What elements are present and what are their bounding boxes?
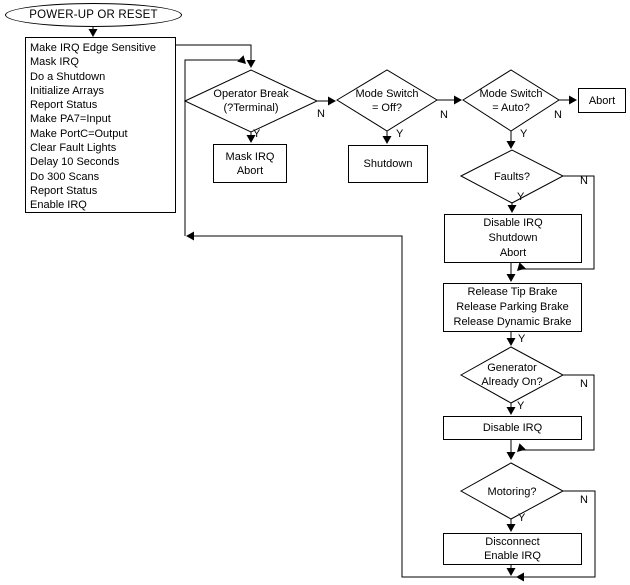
label-line: Disable IRQ (482, 422, 543, 434)
decision-generator-already-on (459, 346, 565, 404)
label-faults-no: N (580, 175, 588, 187)
label-mode-auto-yes: Y (520, 128, 528, 140)
process-disable-irq: Disable IRQ (443, 416, 582, 440)
label-operator-break-no: N (317, 108, 325, 120)
decision-motoring-label: Motoring? (452, 485, 572, 499)
label-line: Mode Switch (479, 88, 543, 100)
init-step: Report Status (30, 184, 98, 197)
label-line: Release Tip Brake (467, 286, 558, 298)
label-operator-break-yes: Y (253, 128, 261, 140)
start-terminator: POWER-UP OR RESET (5, 3, 182, 27)
init-step: Make IRQ Edge Sensitive (30, 42, 156, 54)
init-step: Make PortC=Output (30, 127, 128, 140)
label-line: Generator (487, 362, 537, 374)
decision-generator-label: Generator Already On? (452, 361, 572, 389)
init-step: Clear Fault Lights (30, 142, 117, 155)
arrowheads (88, 29, 577, 582)
label-line: Operator Break (213, 88, 289, 100)
label-line: = Off? (371, 102, 403, 114)
label-motoring-yes: Y (518, 512, 526, 524)
decision-faults (459, 149, 565, 204)
init-step: Do 300 Scans (30, 170, 100, 183)
label-mode-off-no: N (440, 109, 448, 121)
label-motoring-no: N (580, 494, 588, 506)
label-line: Faults? (493, 171, 531, 183)
label-line: Release Dynamic Brake (453, 316, 572, 328)
process-abort: Abort (578, 88, 626, 113)
label-line: Abort (499, 247, 527, 259)
decision-diamonds (183, 69, 565, 520)
decision-mode-switch-auto (462, 69, 560, 132)
process-release-brakes: Release Tip Brake Release Parking Brake … (443, 283, 582, 332)
label-generator-no: N (580, 378, 588, 390)
label-line: Enable IRQ (484, 550, 541, 562)
decision-mode-switch-off (336, 69, 438, 132)
label-faults-yes: Y (517, 191, 525, 203)
label-release-yes: Y (518, 333, 526, 345)
init-step: Delay 10 Seconds (30, 156, 120, 169)
label-line: = Auto? (492, 102, 530, 114)
start-label: POWER-UP OR RESET (29, 9, 158, 21)
decision-mode-switch-auto-label: Mode Switch = Auto? (451, 87, 571, 115)
decision-mode-switch-off-label: Mode Switch = Off? (327, 87, 447, 115)
label-line: Disable IRQ (483, 217, 543, 229)
label-generator-yes: Y (517, 400, 525, 412)
label-line: Abort (236, 164, 264, 177)
label-mode-off-yes: Y (396, 128, 404, 140)
decision-operator-break (183, 69, 319, 133)
label-line: (?Terminal) (223, 102, 279, 114)
label-line: Already On? (481, 376, 543, 388)
label-line: Mask IRQ (225, 150, 275, 163)
init-step: Do a Shutdown (30, 70, 106, 83)
init-step: Initialize Arrays (30, 84, 104, 97)
init-step: Enable IRQ (30, 199, 87, 212)
label-line: Abort (588, 94, 616, 107)
init-step: Make PA7=Input (30, 113, 111, 126)
label-line: Motoring? (487, 486, 537, 498)
init-process-box: Make IRQ Edge Sensitive Mask IRQ Do a Sh… (25, 37, 176, 213)
init-step: Report Status (30, 99, 98, 112)
process-disable-irq-shutdown-abort: Disable IRQ Shutdown Abort (444, 214, 582, 263)
label-line: Disconnect (485, 536, 540, 548)
process-shutdown: Shutdown (348, 145, 428, 183)
label-line: Shutdown (488, 232, 538, 244)
init-step: Mask IRQ (30, 56, 79, 69)
label-line: Shutdown (363, 158, 413, 170)
label-mode-auto-no: N (554, 109, 562, 121)
label-line: Mode Switch (355, 88, 419, 100)
decision-operator-break-label: Operator Break (?Terminal) (191, 87, 311, 115)
decision-motoring (459, 462, 565, 520)
label-line: Release Parking Brake (456, 301, 569, 313)
process-disconnect-enable-irq: Disconnect Enable IRQ (443, 533, 582, 565)
process-mask-irq-abort: Mask IRQ Abort (213, 144, 287, 183)
decision-faults-label: Faults? (452, 170, 572, 184)
